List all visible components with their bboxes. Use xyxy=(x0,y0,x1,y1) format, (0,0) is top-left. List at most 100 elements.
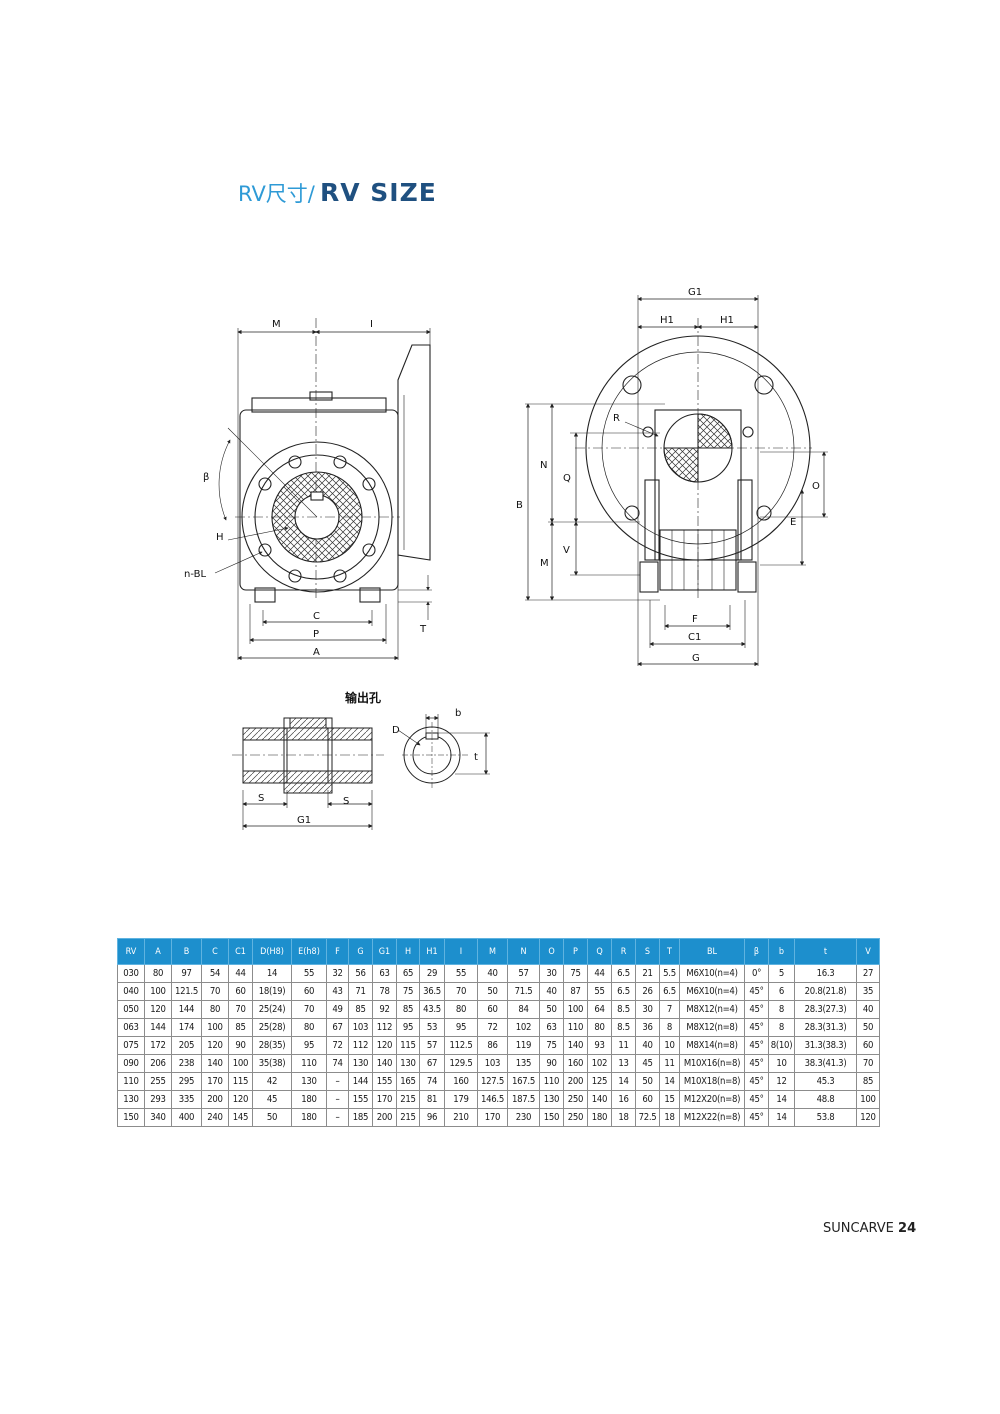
table-cell: 45 xyxy=(635,1054,660,1073)
table-cell: 8 xyxy=(768,1000,795,1019)
table-cell: 71.5 xyxy=(507,982,540,1001)
label-m: M xyxy=(272,319,281,330)
table-cell: 63 xyxy=(372,964,397,983)
table-cell: 165 xyxy=(396,1072,420,1091)
table-cell: 340 xyxy=(144,1108,172,1127)
table-cell: M8X12(n=8) xyxy=(679,1018,745,1037)
table-cell: 80 xyxy=(291,1018,327,1037)
table-cell: 180 xyxy=(587,1108,612,1127)
table-cell: 030 xyxy=(117,964,145,983)
table-cell: 28.3(27.3) xyxy=(794,1000,857,1019)
table-cell: 75 xyxy=(563,964,588,983)
table-cell: 72 xyxy=(326,1036,349,1055)
table-cell: 075 xyxy=(117,1036,145,1055)
table-cell: 45° xyxy=(744,1000,769,1019)
table-cell: 130 xyxy=(117,1090,145,1109)
table-cell: 45° xyxy=(744,1090,769,1109)
table-cell: – xyxy=(326,1108,349,1127)
table-cell: 10 xyxy=(659,1036,680,1055)
table-cell: 130 xyxy=(539,1090,564,1109)
table-cell: 31.3(38.3) xyxy=(794,1036,857,1055)
table-header-cell: G1 xyxy=(372,938,397,965)
table-cell: 14 xyxy=(768,1090,795,1109)
table-cell: 45° xyxy=(744,1018,769,1037)
table-cell: 80 xyxy=(587,1018,612,1037)
table-cell: 87 xyxy=(563,982,588,1001)
table-cell: 150 xyxy=(539,1108,564,1127)
table-header-cell: Q xyxy=(587,938,612,965)
label-c: C xyxy=(313,611,320,622)
table-cell: 40 xyxy=(635,1036,660,1055)
label-s-left: S xyxy=(258,793,264,804)
table-cell: 14 xyxy=(611,1072,636,1091)
table-cell: 250 xyxy=(563,1090,588,1109)
table-cell: 6.5 xyxy=(611,982,636,1001)
table-header-cell: R xyxy=(611,938,636,965)
table-cell: – xyxy=(326,1090,349,1109)
label-h1-left: H1 xyxy=(660,315,674,326)
table-header-cell: BL xyxy=(679,938,745,965)
table-cell: 80 xyxy=(144,964,172,983)
table-cell: 50 xyxy=(477,982,508,1001)
table-cell: M8X14(n=8) xyxy=(679,1036,745,1055)
table-cell: 40 xyxy=(856,1000,880,1019)
table-cell: 80 xyxy=(444,1000,478,1019)
table-cell: 60 xyxy=(228,982,253,1001)
table-cell: 102 xyxy=(507,1018,540,1037)
table-cell: 44 xyxy=(228,964,253,983)
table-cell: 155 xyxy=(348,1090,373,1109)
bore-title: 输出孔 xyxy=(345,690,381,705)
bore-labels: D b t S S G1 xyxy=(258,708,478,826)
table-header-cell: F xyxy=(326,938,349,965)
table-cell: 35(38) xyxy=(252,1054,292,1073)
label-t-key: t xyxy=(474,752,478,763)
table-cell: 55 xyxy=(587,982,612,1001)
table-cell: 90 xyxy=(228,1036,253,1055)
table-header-cell: C1 xyxy=(228,938,253,965)
table-cell: 57 xyxy=(507,964,540,983)
table-cell: M10X16(n=8) xyxy=(679,1054,745,1073)
table-cell: 16.3 xyxy=(794,964,857,983)
table-cell: 7 xyxy=(659,1000,680,1019)
table-cell: 36.5 xyxy=(419,982,445,1001)
table-cell: 81 xyxy=(419,1090,445,1109)
table-cell: 80 xyxy=(201,1000,229,1019)
table-cell: 170 xyxy=(372,1090,397,1109)
table-cell: 063 xyxy=(117,1018,145,1037)
page-number: 24 xyxy=(898,1221,917,1236)
table-header-cell: C xyxy=(201,938,229,965)
front-view-drawing xyxy=(214,318,432,661)
table-cell: 146.5 xyxy=(477,1090,508,1109)
table-cell: 293 xyxy=(144,1090,172,1109)
table-header-cell: b xyxy=(768,938,795,965)
table-cell: 100 xyxy=(856,1090,880,1109)
table-cell: 185 xyxy=(348,1108,373,1127)
table-cell: 160 xyxy=(444,1072,478,1091)
label-b-key: b xyxy=(455,708,461,719)
table-cell: 74 xyxy=(326,1054,349,1073)
table-cell: 144 xyxy=(348,1072,373,1091)
table-cell: 30 xyxy=(539,964,564,983)
table-cell: 295 xyxy=(171,1072,202,1091)
table-cell: 18 xyxy=(611,1108,636,1127)
table-cell: 112 xyxy=(372,1018,397,1037)
table-cell: 18 xyxy=(659,1108,680,1127)
table-cell: 56 xyxy=(348,964,373,983)
table-cell: 120 xyxy=(228,1090,253,1109)
table-cell: 15 xyxy=(659,1090,680,1109)
table-header-cell: RV xyxy=(117,938,145,965)
bore-section-drawing xyxy=(232,714,490,830)
label-o: O xyxy=(812,481,820,492)
table-header-cell: β xyxy=(744,938,769,965)
label-f: F xyxy=(692,614,698,625)
table-cell: M8X12(n=4) xyxy=(679,1000,745,1019)
table-cell: 50 xyxy=(635,1072,660,1091)
table-cell: 110 xyxy=(563,1018,588,1037)
table-cell: 85 xyxy=(856,1072,880,1091)
table-cell: 140 xyxy=(201,1054,229,1073)
table-cell: 85 xyxy=(228,1018,253,1037)
table-cell: 140 xyxy=(372,1054,397,1073)
table-header-cell: E(h8) xyxy=(291,938,327,965)
